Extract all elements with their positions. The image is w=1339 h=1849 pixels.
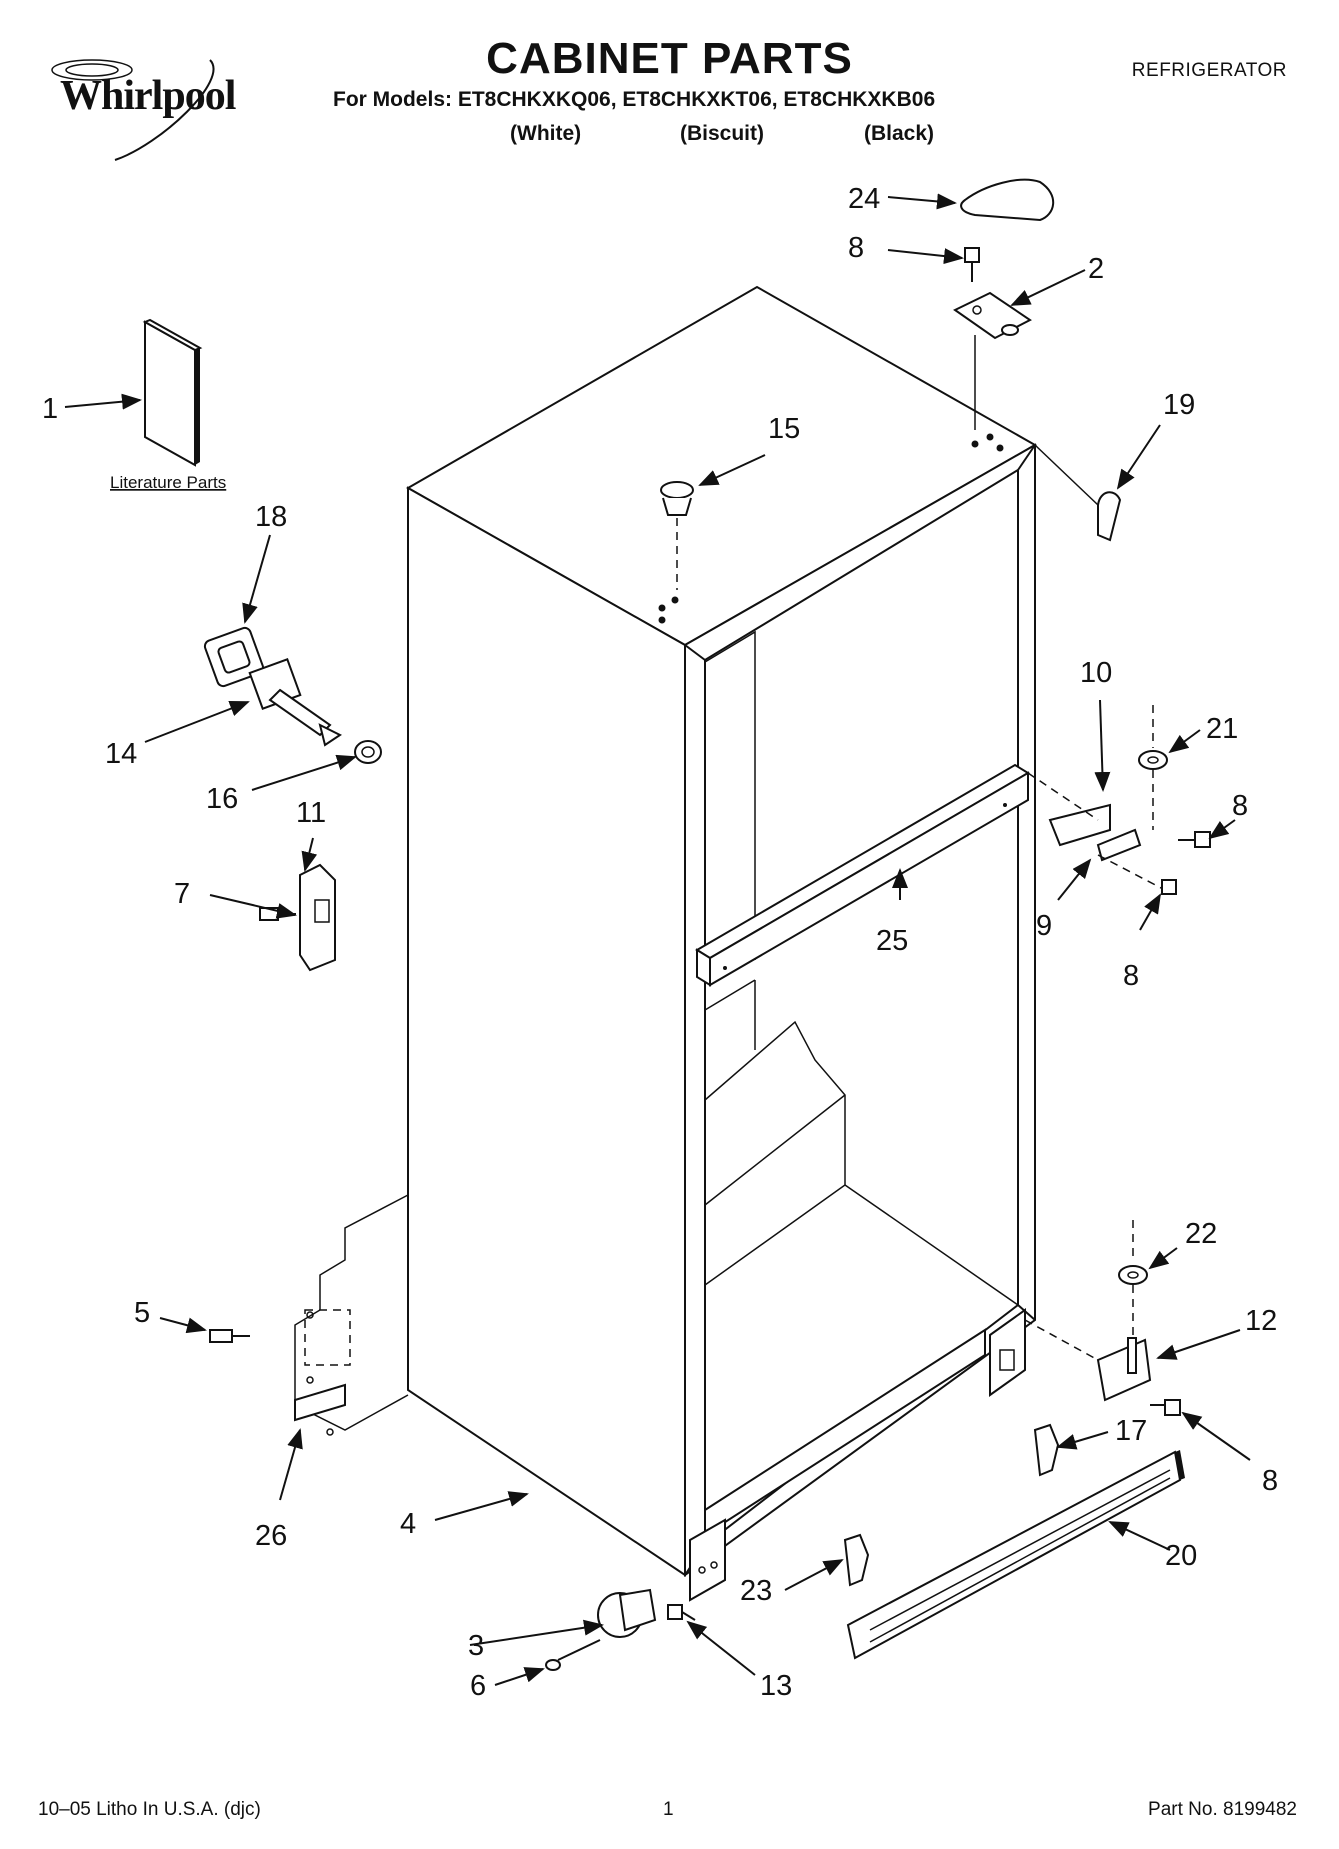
toe-grille-clip-left (843, 1533, 870, 1587)
callout-22: 22 (1185, 1218, 1217, 1250)
callout-26: 26 (255, 1520, 287, 1552)
callout-8-center-a: 8 (1232, 790, 1248, 822)
callout-1: 1 (42, 393, 58, 425)
callout-11: 11 (296, 797, 326, 829)
appliance-type: REFRIGERATOR (1131, 60, 1287, 81)
toe-grille-clip-right (1033, 1423, 1060, 1477)
callout-17: 17 (1115, 1415, 1147, 1447)
center-hinge-screw-a (1178, 831, 1211, 848)
bottom-hinge (1024, 1319, 1152, 1402)
callout-21: 21 (1206, 713, 1238, 745)
callout-20: 20 (1165, 1540, 1197, 1572)
callout-16: 16 (206, 783, 238, 815)
callout-19: 19 (1163, 389, 1195, 421)
color-label-white: (White) (510, 122, 582, 145)
callout-25: 25 (876, 925, 908, 957)
leveler-nut (354, 740, 382, 764)
toe-grille (846, 1450, 1185, 1660)
callout-8-bottom: 8 (1262, 1465, 1278, 1497)
callout-labels: 24 8 2 1 19 15 18 14 16 10 21 8 11 7 9 2… (42, 183, 1278, 1702)
leveler-cap (203, 626, 265, 688)
center-hinge-screw-b (1161, 879, 1177, 895)
door-stop (299, 863, 336, 972)
callout-9: 9 (1036, 910, 1052, 942)
center-hinge-shim (1138, 705, 1168, 830)
back-panel-screw (209, 1329, 250, 1343)
bottom-hinge-washer (1118, 1220, 1148, 1345)
callout-24: 24 (848, 183, 880, 215)
page-title: CABINET PARTS (486, 34, 853, 83)
callout-12: 12 (1245, 1305, 1277, 1337)
callout-5: 5 (134, 1297, 150, 1329)
plug-button-top (660, 481, 694, 590)
callout-18: 18 (255, 501, 287, 533)
leader-lines (64, 193, 1251, 1686)
callout-8-top-screw: 8 (848, 232, 864, 264)
roller-pin (545, 1639, 601, 1671)
color-label-black: (Black) (864, 122, 935, 145)
callout-14: 14 (105, 738, 137, 770)
footer-litho: 10–05 Litho In U.S.A. (djc) (38, 1799, 261, 1820)
literature-booklet-icon (142, 318, 203, 467)
hinge-cover (960, 178, 1055, 222)
bottom-hinge-screw (1150, 1399, 1181, 1416)
hinge-screw-top (964, 247, 980, 282)
models-line: For Models: ET8CHKXKQ06, ET8CHKXKT06, ET… (333, 88, 936, 111)
refrigerator-cabinet (405, 285, 1038, 1602)
trim-end-cap (1034, 444, 1122, 542)
callout-23: 23 (740, 1575, 772, 1607)
callout-3: 3 (468, 1630, 484, 1662)
callout-8-center-b: 8 (1123, 960, 1139, 992)
leveler-assembly (248, 658, 342, 747)
footer-part-number: Part No. 8199482 (1148, 1799, 1297, 1820)
callout-6: 6 (470, 1670, 486, 1702)
literature-parts-label: Literature Parts (110, 473, 226, 492)
callout-10: 10 (1080, 657, 1112, 689)
callout-4: 4 (400, 1508, 416, 1540)
top-hinge (953, 291, 1032, 430)
callout-13: 13 (760, 1670, 792, 1702)
footer-page-number: 1 (663, 1799, 674, 1820)
callout-2: 2 (1088, 253, 1104, 285)
callout-15: 15 (768, 413, 800, 445)
roller-screw (667, 1604, 696, 1621)
color-label-biscuit: (Biscuit) (680, 122, 764, 145)
rollers-leg (597, 1588, 657, 1638)
back-panel (294, 1194, 409, 1436)
callout-7: 7 (174, 878, 190, 910)
logo-swoosh-icon (51, 59, 215, 161)
center-hinge (1027, 772, 1166, 891)
